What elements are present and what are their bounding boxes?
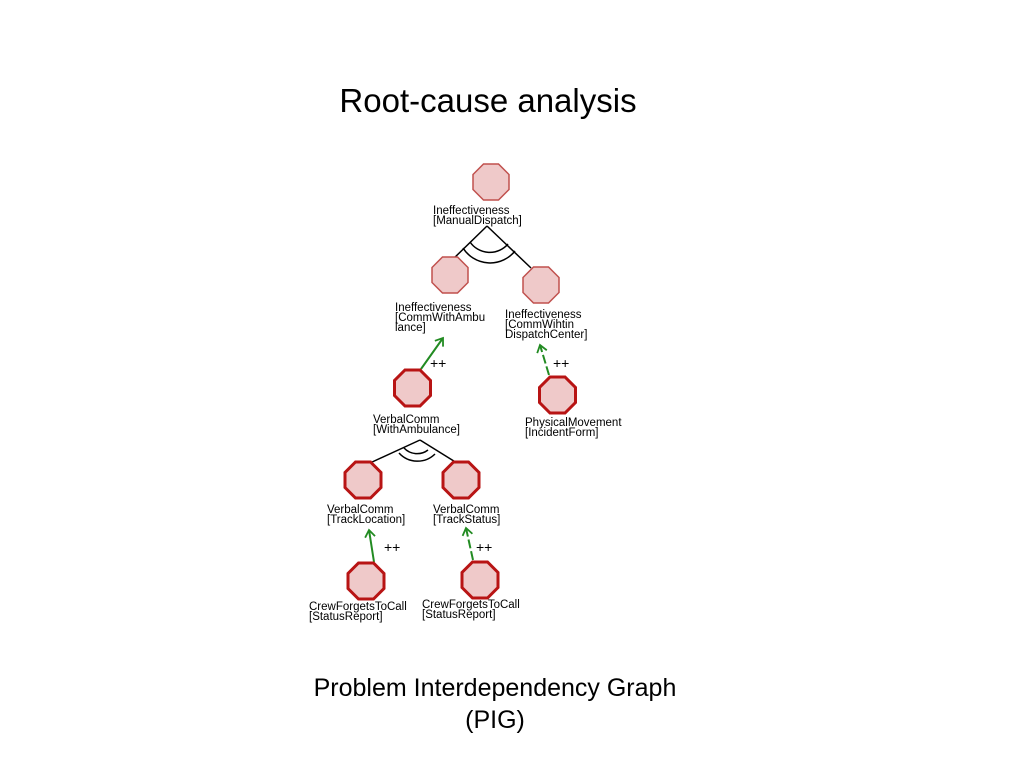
svg-text:Ineffectiveness: Ineffectiveness <box>395 302 472 314</box>
node-label-verbal-track-status: VerbalComm [TrackStatus] <box>433 504 500 526</box>
svg-text:[WithAmbulance]: [WithAmbulance] <box>373 424 460 436</box>
node-label-verbal-with-ambulance: VerbalComm [WithAmbulance] <box>373 414 460 436</box>
svg-text:VerbalComm: VerbalComm <box>433 504 499 516</box>
contribution-label: ++ <box>553 355 569 371</box>
svg-text:[ManualDispatch]: [ManualDispatch] <box>433 215 522 227</box>
svg-text:[StatusReport]: [StatusReport] <box>422 609 496 621</box>
problem-node-verbal-with-ambulance <box>393 368 432 408</box>
contribution-arrow <box>420 336 444 370</box>
svg-text:[StatusReport]: [StatusReport] <box>309 611 383 623</box>
node-label-verbal-track-location: VerbalComm [TrackLocation] <box>327 504 405 526</box>
svg-text:[TrackStatus]: [TrackStatus] <box>433 514 500 526</box>
problem-node-comm-with-ambulance <box>431 256 469 294</box>
contribution-label: ++ <box>430 355 446 371</box>
node-label-comm-within-dispatch: Ineffectiveness [CommWihtin DispatchCent… <box>505 309 587 341</box>
problem-node-verbal-track-location <box>343 460 383 500</box>
svg-text:[CommWihtin: [CommWihtin <box>505 319 574 331</box>
node-label-physical-movement: PhysicalMovement [IncidentForm] <box>525 417 622 439</box>
node-label-crew-forgets-2: CrewForgetsToCall [StatusReport] <box>422 599 520 621</box>
svg-text:DispatchCenter]: DispatchCenter] <box>505 329 587 341</box>
svg-text:VerbalComm: VerbalComm <box>327 504 393 516</box>
svg-text:[TrackLocation]: [TrackLocation] <box>327 514 405 526</box>
svg-text:[CommWithAmbu: [CommWithAmbu <box>395 312 485 324</box>
svg-text:CrewForgetsToCall: CrewForgetsToCall <box>309 601 407 613</box>
caption-line-2: (PIG) <box>465 706 525 734</box>
svg-text:CrewForgetsToCall: CrewForgetsToCall <box>422 599 520 611</box>
node-label-manual-dispatch: Ineffectiveness [ManualDispatch] <box>433 205 522 227</box>
svg-text:Ineffectiveness: Ineffectiveness <box>433 205 510 217</box>
svg-text:VerbalComm: VerbalComm <box>373 414 439 426</box>
svg-text:[IncidentForm]: [IncidentForm] <box>525 427 599 439</box>
diagram-caption: Problem Interdependency Graph (PIG) <box>280 672 710 736</box>
svg-text:lance]: lance] <box>395 322 426 334</box>
node-label-comm-with-ambulance: Ineffectiveness [CommWithAmbu lance] <box>395 302 485 334</box>
problem-node-crew-forgets-1 <box>346 561 386 601</box>
caption-line-1: Problem Interdependency Graph <box>313 674 677 702</box>
svg-text:Ineffectiveness: Ineffectiveness <box>505 309 582 321</box>
problem-node-verbal-track-status <box>441 460 481 500</box>
contribution-arrow <box>536 343 550 376</box>
slide-title: Root-cause analysis <box>339 82 637 119</box>
node-label-crew-forgets-1: CrewForgetsToCall [StatusReport] <box>309 601 407 623</box>
problem-node-physical-movement <box>538 375 577 415</box>
contribution-arrow <box>461 526 474 561</box>
contribution-label: ++ <box>476 539 492 555</box>
contribution-label: ++ <box>384 539 400 555</box>
svg-text:PhysicalMovement: PhysicalMovement <box>525 417 622 429</box>
problem-node-comm-within-dispatch <box>522 266 560 304</box>
problem-node-crew-forgets-2 <box>460 560 500 600</box>
contribution-arrow <box>364 528 376 563</box>
and-decomposition-middle <box>369 439 458 464</box>
and-decomposition-top <box>449 225 532 269</box>
problem-node-manual-dispatch <box>472 163 510 201</box>
